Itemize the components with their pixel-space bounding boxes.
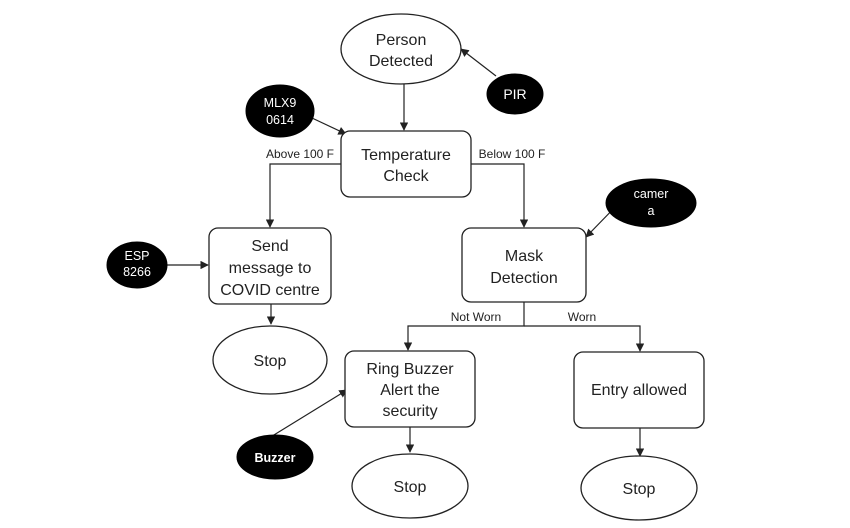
sensor-buzzer: Buzzer xyxy=(236,434,314,480)
node-stop-3: Stop xyxy=(580,455,698,521)
node-text: Check xyxy=(383,168,429,185)
sensor-text: PIR xyxy=(503,86,526,102)
node-text: Ring Buzzer xyxy=(366,361,454,378)
sensor-text: 0614 xyxy=(266,113,294,127)
node-text: Person xyxy=(376,32,427,49)
edge-label-below: Below 100 F xyxy=(479,147,546,161)
node-text: Stop xyxy=(623,481,656,498)
node-text: message to xyxy=(229,260,312,277)
node-temperature-check: Temperature Check xyxy=(340,130,472,198)
edge-pir-to-person xyxy=(460,48,497,77)
node-text: Entry allowed xyxy=(591,382,687,399)
sensor-text: ESP xyxy=(124,249,149,263)
node-text: Send xyxy=(251,238,288,255)
node-text: Detection xyxy=(490,270,558,287)
node-stop-2: Stop xyxy=(351,453,469,519)
node-text: Stop xyxy=(394,479,427,496)
node-text: Temperature xyxy=(361,147,451,164)
edge-label-not-worn: Not Worn xyxy=(451,310,501,324)
sensor-mlx90614: MLX9 0614 xyxy=(245,84,315,138)
sensor-text: a xyxy=(648,204,655,218)
edge-mask-worn xyxy=(524,325,645,352)
sensor-text: 8266 xyxy=(123,265,151,279)
sensor-esp8266: ESP 8266 xyxy=(106,241,168,289)
node-text: Alert the xyxy=(380,382,440,399)
node-stop-1: Stop xyxy=(212,325,328,395)
sensor-text: camer xyxy=(634,187,669,201)
node-entry-allowed: Entry allowed xyxy=(573,351,705,429)
edge-label-above: Above 100 F xyxy=(266,147,334,161)
sensor-text: Buzzer xyxy=(255,451,296,465)
node-text: COVID centre xyxy=(220,282,320,299)
sensor-pir: PIR xyxy=(486,73,544,115)
node-ring-buzzer: Ring Buzzer Alert the security xyxy=(344,350,476,428)
edge-label-worn: Worn xyxy=(568,310,596,324)
edge-temp-above xyxy=(265,163,341,228)
node-mask-detection: Mask Detection xyxy=(461,227,587,303)
node-text: Stop xyxy=(254,353,287,370)
sensor-text: MLX9 xyxy=(264,96,297,110)
node-text: Detected xyxy=(369,53,433,70)
edge-mask-not-worn xyxy=(403,302,525,351)
edge-mlx-to-temp xyxy=(311,117,347,135)
node-send-message: Send message to COVID centre xyxy=(208,227,332,305)
node-text: security xyxy=(382,403,437,420)
sensor-camera: camer a xyxy=(605,178,697,228)
node-person-detected: Person Detected xyxy=(340,13,462,85)
edge-temp-below xyxy=(471,163,529,228)
node-text: Mask xyxy=(505,248,544,265)
